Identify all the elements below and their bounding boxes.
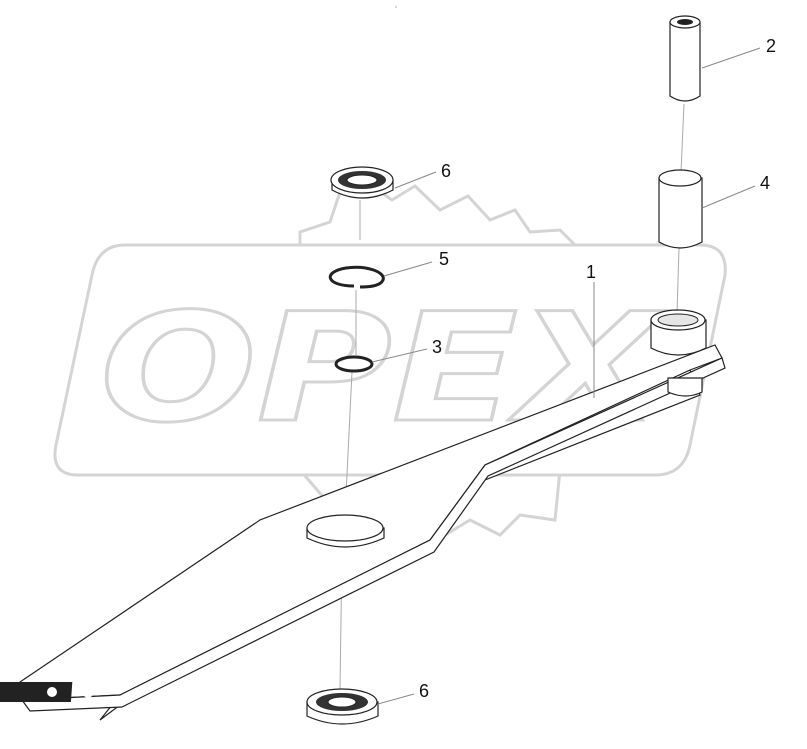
end-plate-hole-2 (83, 688, 93, 698)
part-small-ring (334, 355, 374, 373)
leader-3 (371, 348, 428, 363)
bearing-bottom-bore (327, 696, 357, 708)
end-plate-hole-1 (47, 687, 57, 697)
lever-arm-end-plate (0, 682, 73, 702)
lever-arm-edge (20, 357, 726, 712)
part-snap-ring (328, 265, 385, 289)
pin-top-hole (677, 19, 693, 25)
part-seat-disc (306, 514, 385, 548)
axis-right-top (680, 103, 685, 173)
label-6-top: 6 (441, 161, 451, 181)
sleeve-top (658, 169, 702, 187)
label-3: 3 (432, 337, 442, 357)
arm-pivot-bush-bottom (667, 377, 703, 397)
axis-right-mid (676, 247, 680, 315)
part-bearing-top (330, 166, 394, 199)
sleeve-body (658, 177, 703, 249)
leader-6-top (394, 171, 437, 189)
label-4: 4 (760, 173, 770, 193)
pin-body (669, 21, 701, 102)
label-1: 1 (586, 262, 596, 282)
bearing-top-bore (346, 174, 378, 186)
arm-pivot-bush-inner (657, 313, 699, 327)
part-pin (669, 15, 701, 102)
tiny-mark: ° (395, 6, 397, 12)
small-ring (334, 355, 374, 373)
seat-disc-top (306, 514, 384, 542)
leader-6-bottom (377, 693, 415, 705)
label-6-bottom: 6 (419, 681, 429, 701)
label-2: 2 (766, 36, 776, 56)
leader-5 (383, 261, 433, 277)
part-sleeve (658, 169, 703, 249)
leader-4 (701, 185, 756, 209)
snap-ring (328, 265, 385, 289)
part-bearing-bottom (306, 688, 379, 725)
leader-2 (701, 47, 761, 69)
label-5: 5 (439, 249, 449, 269)
